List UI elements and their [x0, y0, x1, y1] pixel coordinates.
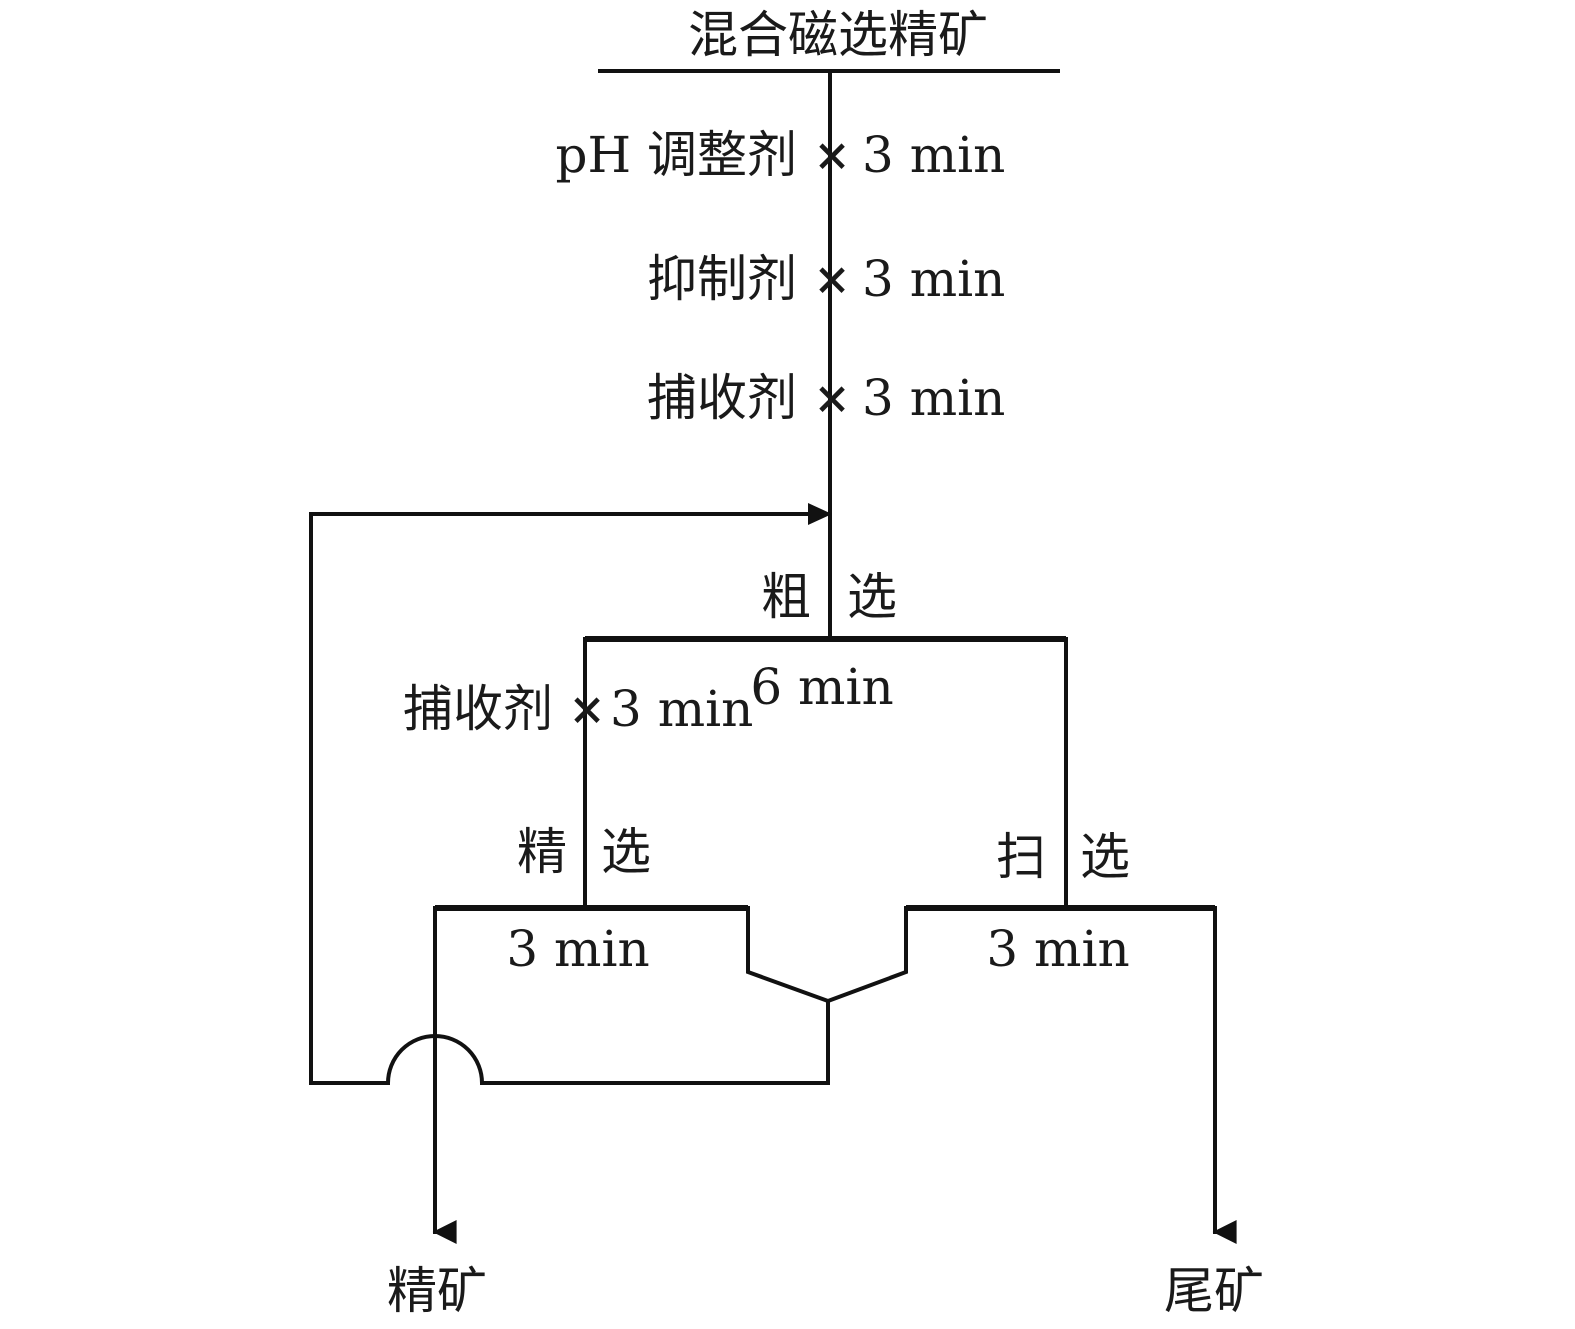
- reagent-collector-name: 捕收剂: [647, 369, 797, 427]
- reagent-collector-cross-icon: ×: [814, 373, 851, 424]
- reagent-ph-name: pH 调整剂: [555, 126, 797, 184]
- reagent-depressant-time: 3 min: [862, 250, 1005, 308]
- reagent-ph: pH 调整剂 × 3 min: [555, 126, 1005, 184]
- cleaner-reagent-time: 3 min: [610, 680, 753, 738]
- recycle-line: [480, 999, 830, 1085]
- scavenger-label-right: 选: [1080, 828, 1130, 886]
- scavenger-time: 3 min: [986, 920, 1129, 978]
- cleaner-label-right: 选: [601, 823, 651, 881]
- feed-label: 混合磁选精矿: [688, 6, 988, 64]
- concentrate-label: 精矿: [387, 1262, 487, 1320]
- reagent-ph-time: 3 min: [862, 126, 1005, 184]
- cleaner-reagent-cross-icon: ×: [569, 684, 606, 735]
- recycle-return-line: [309, 512, 816, 1085]
- reagent-collector-time: 3 min: [862, 369, 1005, 427]
- cleaner-time: 3 min: [506, 920, 649, 978]
- rougher-label-left: 粗: [761, 568, 811, 626]
- cleaner-reagent: 捕收剂 × 3 min: [403, 680, 753, 738]
- rougher-label-right: 选: [847, 568, 897, 626]
- reagent-collector: 捕收剂 × 3 min: [647, 369, 1005, 427]
- reagent-depressant-cross-icon: ×: [814, 254, 851, 305]
- reagent-ph-cross-icon: ×: [814, 130, 851, 181]
- scavenger-label-left: 扫: [996, 828, 1046, 886]
- reagent-depressant-name: 抑制剂: [647, 250, 797, 308]
- cleaner-label-left: 精: [517, 823, 567, 881]
- recycle-arrow-icon: [808, 503, 832, 525]
- rougher-time: 6 min: [750, 658, 893, 716]
- cleaner-reagent-name: 捕收剂: [403, 680, 553, 738]
- reagent-depressant: 抑制剂 × 3 min: [647, 250, 1005, 308]
- merge-funnel: [746, 906, 908, 1004]
- tailings-label: 尾矿: [1164, 1262, 1264, 1320]
